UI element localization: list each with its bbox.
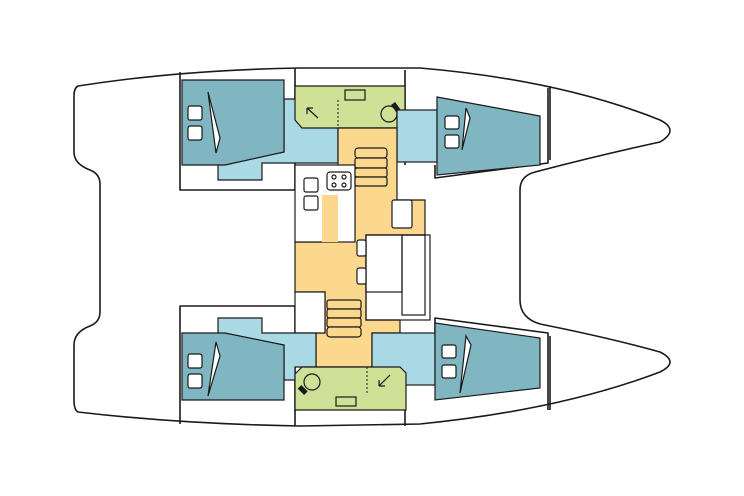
sink-icon: [335, 396, 357, 407]
stove-burners: [331, 174, 347, 188]
sheet-fold-icon: [459, 334, 472, 394]
toilet-icon: [303, 373, 321, 391]
sheet-fold-icon: [207, 341, 221, 397]
sink-icon: [303, 195, 319, 211]
stove-icon: [326, 171, 352, 191]
pillow-icon: [441, 364, 457, 379]
cabin-floor: [396, 109, 438, 163]
stairs-icon: [326, 299, 362, 338]
toilet-tank-icon: [297, 385, 308, 395]
fridge: [391, 199, 413, 229]
pillow-icon: [187, 105, 203, 121]
shower-arrow-icon: [306, 107, 319, 119]
hull-outline: [73, 67, 671, 427]
sheet-fold-icon: [461, 107, 471, 151]
sink-icon: [303, 177, 319, 193]
table-icon: [365, 234, 403, 293]
stool-icon: [356, 267, 367, 285]
bunk: [181, 332, 285, 401]
pillow-icon: [187, 373, 203, 389]
pillow-icon: [187, 353, 203, 369]
pillow-icon: [187, 125, 203, 141]
nav-station: [294, 291, 326, 334]
shower-arrow-icon: [378, 374, 391, 387]
pillow-icon: [444, 134, 460, 149]
pillow-icon: [441, 344, 457, 359]
sheet-fold-icon: [207, 91, 221, 154]
bunk: [434, 322, 541, 401]
stool-icon: [356, 239, 367, 257]
stairs-icon: [354, 147, 388, 187]
bunk: [436, 96, 541, 176]
head-compartment: [294, 366, 407, 411]
settee: [401, 234, 426, 316]
sink-icon: [344, 89, 366, 101]
bunk: [181, 79, 285, 166]
pillow-icon: [444, 115, 460, 130]
galley-counter: [322, 195, 338, 242]
